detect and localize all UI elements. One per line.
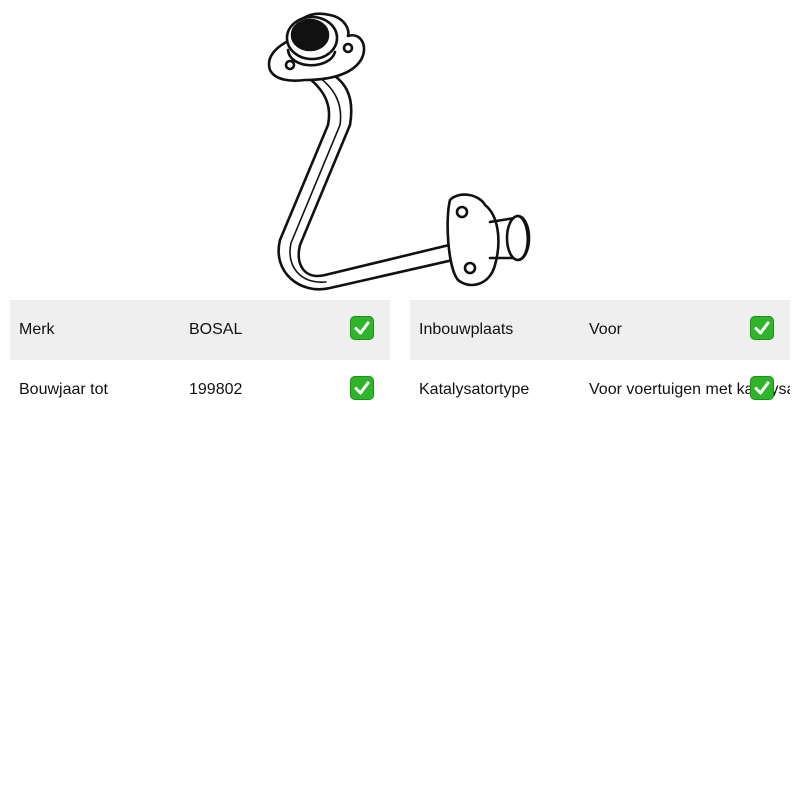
spec-value: Voor voertuigen met katalysator [589,381,790,398]
spec-table-right: Inbouwplaats Voor Katalysatortype Voor v… [410,300,790,420]
spec-value: Voor [589,321,622,338]
spec-row-catalyst-type: Katalysatortype Voor voertuigen met kata… [410,360,790,420]
spec-row-mounting-position: Inbouwplaats Voor [410,300,790,360]
check-mark-icon [750,316,774,340]
spec-row-brand: Merk BOSAL [10,300,390,360]
spec-label: Merk [19,321,55,338]
spec-table-left: Merk BOSAL Bouwjaar tot 199802 [10,300,390,420]
spec-label: Bouwjaar tot [19,381,108,398]
spec-row-year-until: Bouwjaar tot 199802 [10,360,390,420]
spec-value: BOSAL [189,321,243,338]
check-mark-icon [350,376,374,400]
spec-value: 199802 [189,381,243,398]
spec-label: Inbouwplaats [419,321,514,338]
check-mark-icon [750,376,774,400]
check-mark-icon [350,316,374,340]
spec-label: Katalysatortype [419,381,530,398]
exhaust-pipe-image [267,12,531,291]
